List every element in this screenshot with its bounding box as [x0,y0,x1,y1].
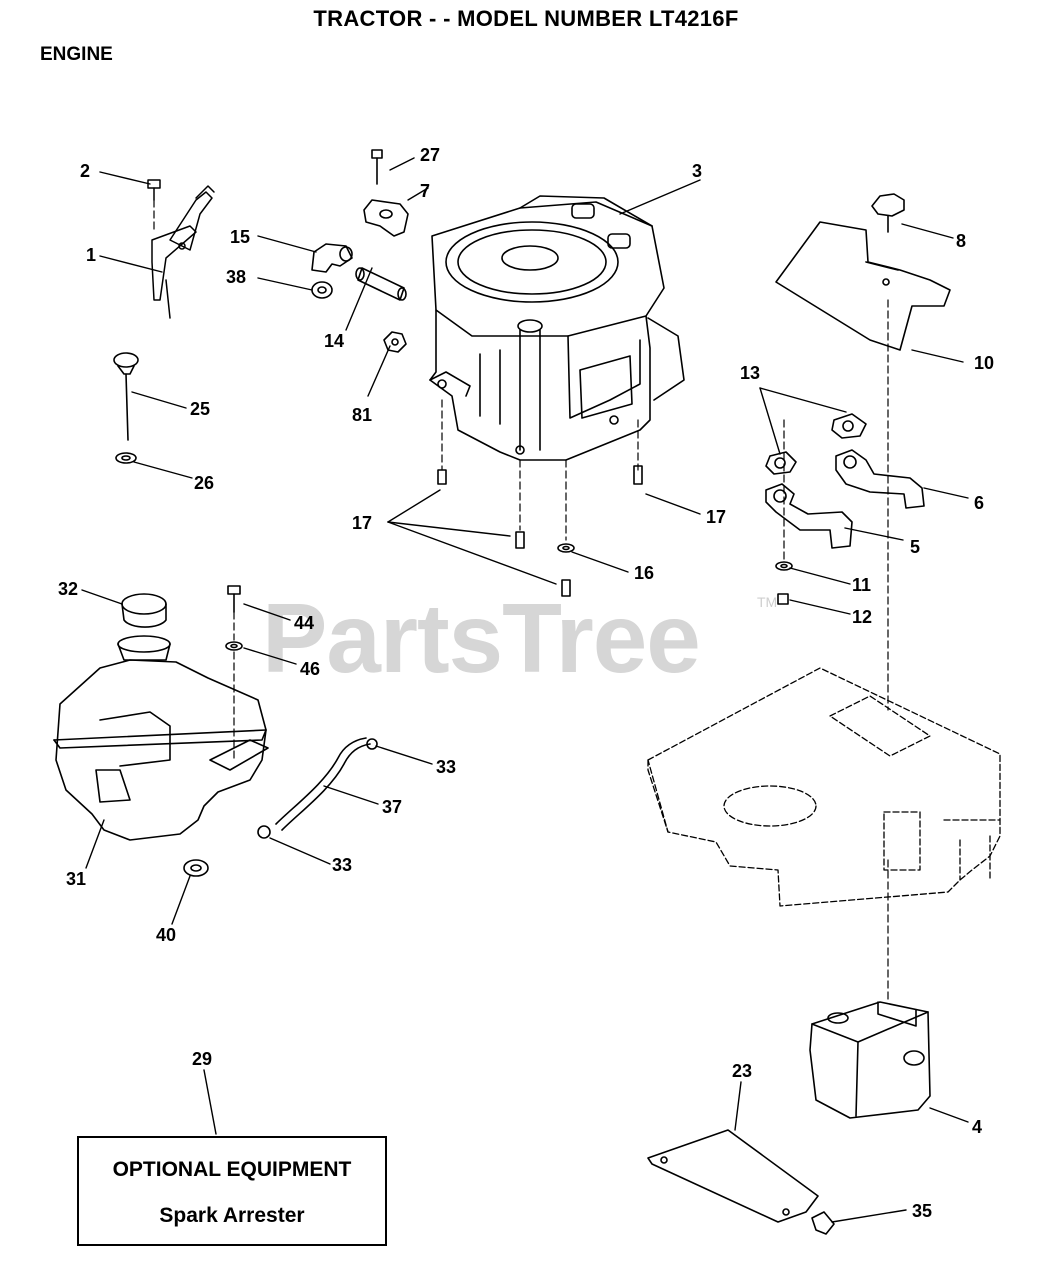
callout-46: 46 [300,659,321,679]
heat-shield [647,1129,835,1235]
knob-and-shield [775,193,951,351]
fuel-cap [121,593,167,628]
callout-37: 37 [382,797,403,817]
engine-block [429,195,685,461]
fuel-tank [53,635,269,841]
callout-17-right: 17 [706,507,727,527]
watermark-logo: PartsTree [262,583,701,693]
callout-17-left: 17 [352,513,373,533]
callout-33-top: 33 [436,757,457,777]
chassis-frame [647,667,1001,907]
callout-3: 3 [692,161,703,181]
section-label: ENGINE [40,44,113,65]
optional-equipment-item: Spark Arrester [159,1204,305,1227]
callout-7: 7 [420,181,431,201]
washer-and-bolt [775,561,793,605]
callout-8: 8 [956,231,967,251]
clamp-and-screw [363,149,409,237]
callout-81: 81 [352,405,373,425]
breather-fittings [311,243,407,301]
exhaust-pipes [765,413,925,549]
callout-44: 44 [294,613,315,633]
callout-10: 10 [974,353,995,373]
optional-equipment-box: OPTIONAL EQUIPMENT Spark Arrester [77,1136,387,1246]
callout-5: 5 [910,537,921,557]
dipstick [113,352,139,464]
page-title: TRACTOR - - MODEL NUMBER LT4216F [313,6,739,31]
callout-13: 13 [740,363,761,383]
callout-23: 23 [732,1061,753,1081]
alignment-lines [153,199,889,1001]
optional-equipment-title: OPTIONAL EQUIPMENT [112,1158,352,1181]
callout-38: 38 [226,267,247,287]
callout-33-bottom: 33 [332,855,353,875]
callout-35: 35 [912,1201,933,1221]
callout-25: 25 [190,399,211,419]
callout-27: 27 [420,145,441,165]
tank-screw [225,585,243,651]
callout-4: 4 [972,1117,983,1137]
callout-16: 16 [634,563,655,583]
callout-15: 15 [230,227,251,247]
callout-14: 14 [324,331,345,351]
callout-40: 40 [156,925,177,945]
mounting-bolts [437,465,643,597]
callout-31: 31 [66,869,87,889]
callout-11: 11 [852,575,872,595]
hex-nut [383,331,407,353]
callout-1: 1 [86,245,97,265]
watermark-trademark: TM [757,594,778,610]
callout-29: 29 [192,1049,213,1069]
callout-26: 26 [194,473,215,493]
callout-32: 32 [58,579,79,599]
muffler [809,1001,931,1119]
callout-2: 2 [80,161,91,181]
throttle-control [147,179,215,319]
callout-6: 6 [974,493,985,513]
fuel-line [183,737,378,877]
callout-12: 12 [852,607,873,627]
